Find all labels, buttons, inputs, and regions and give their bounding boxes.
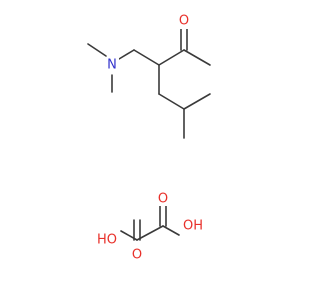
- bond-c2-methyl: [183, 49, 211, 66]
- o-top-left-label-bg: [130, 248, 144, 262]
- oxygen-ketone-atom-label: O: [179, 14, 189, 29]
- hydroxyl-right-label: OH: [183, 219, 203, 234]
- nitrogen-atom-label: N: [107, 58, 117, 73]
- oh-right-label-bg: [182, 219, 204, 233]
- o-top-right-label-bg: [156, 192, 170, 206]
- bond-c1-oh: [120, 230, 138, 241]
- bond-c3-c2: [158, 49, 185, 66]
- oh-left-label-bg: [96, 233, 118, 247]
- structure-canvas: N O O O HO OH: [87, 13, 211, 263]
- bond-c4-c5: [158, 93, 185, 110]
- oxygen-carbonyl-right-label: O: [158, 192, 168, 207]
- structure-svg: N O O O HO OH: [87, 14, 211, 263]
- oxygen-carbonyl-left-label: O: [132, 248, 142, 263]
- bond-methyl-n-top: [87, 43, 107, 57]
- molecule-2: O O HO OH: [96, 192, 204, 263]
- n-label-bg: [105, 58, 119, 72]
- molecule-1: N O: [87, 14, 211, 139]
- bond-c1-c2: [136, 225, 164, 241]
- bond-c2-oh: [162, 225, 180, 236]
- bond-ch2-c3: [133, 49, 160, 66]
- o-ketone-label-bg: [177, 14, 191, 29]
- hydroxyl-left-label: HO: [97, 233, 117, 248]
- bond-n-ch2: [118, 49, 135, 60]
- bond-c5-methyl-up: [183, 93, 211, 110]
